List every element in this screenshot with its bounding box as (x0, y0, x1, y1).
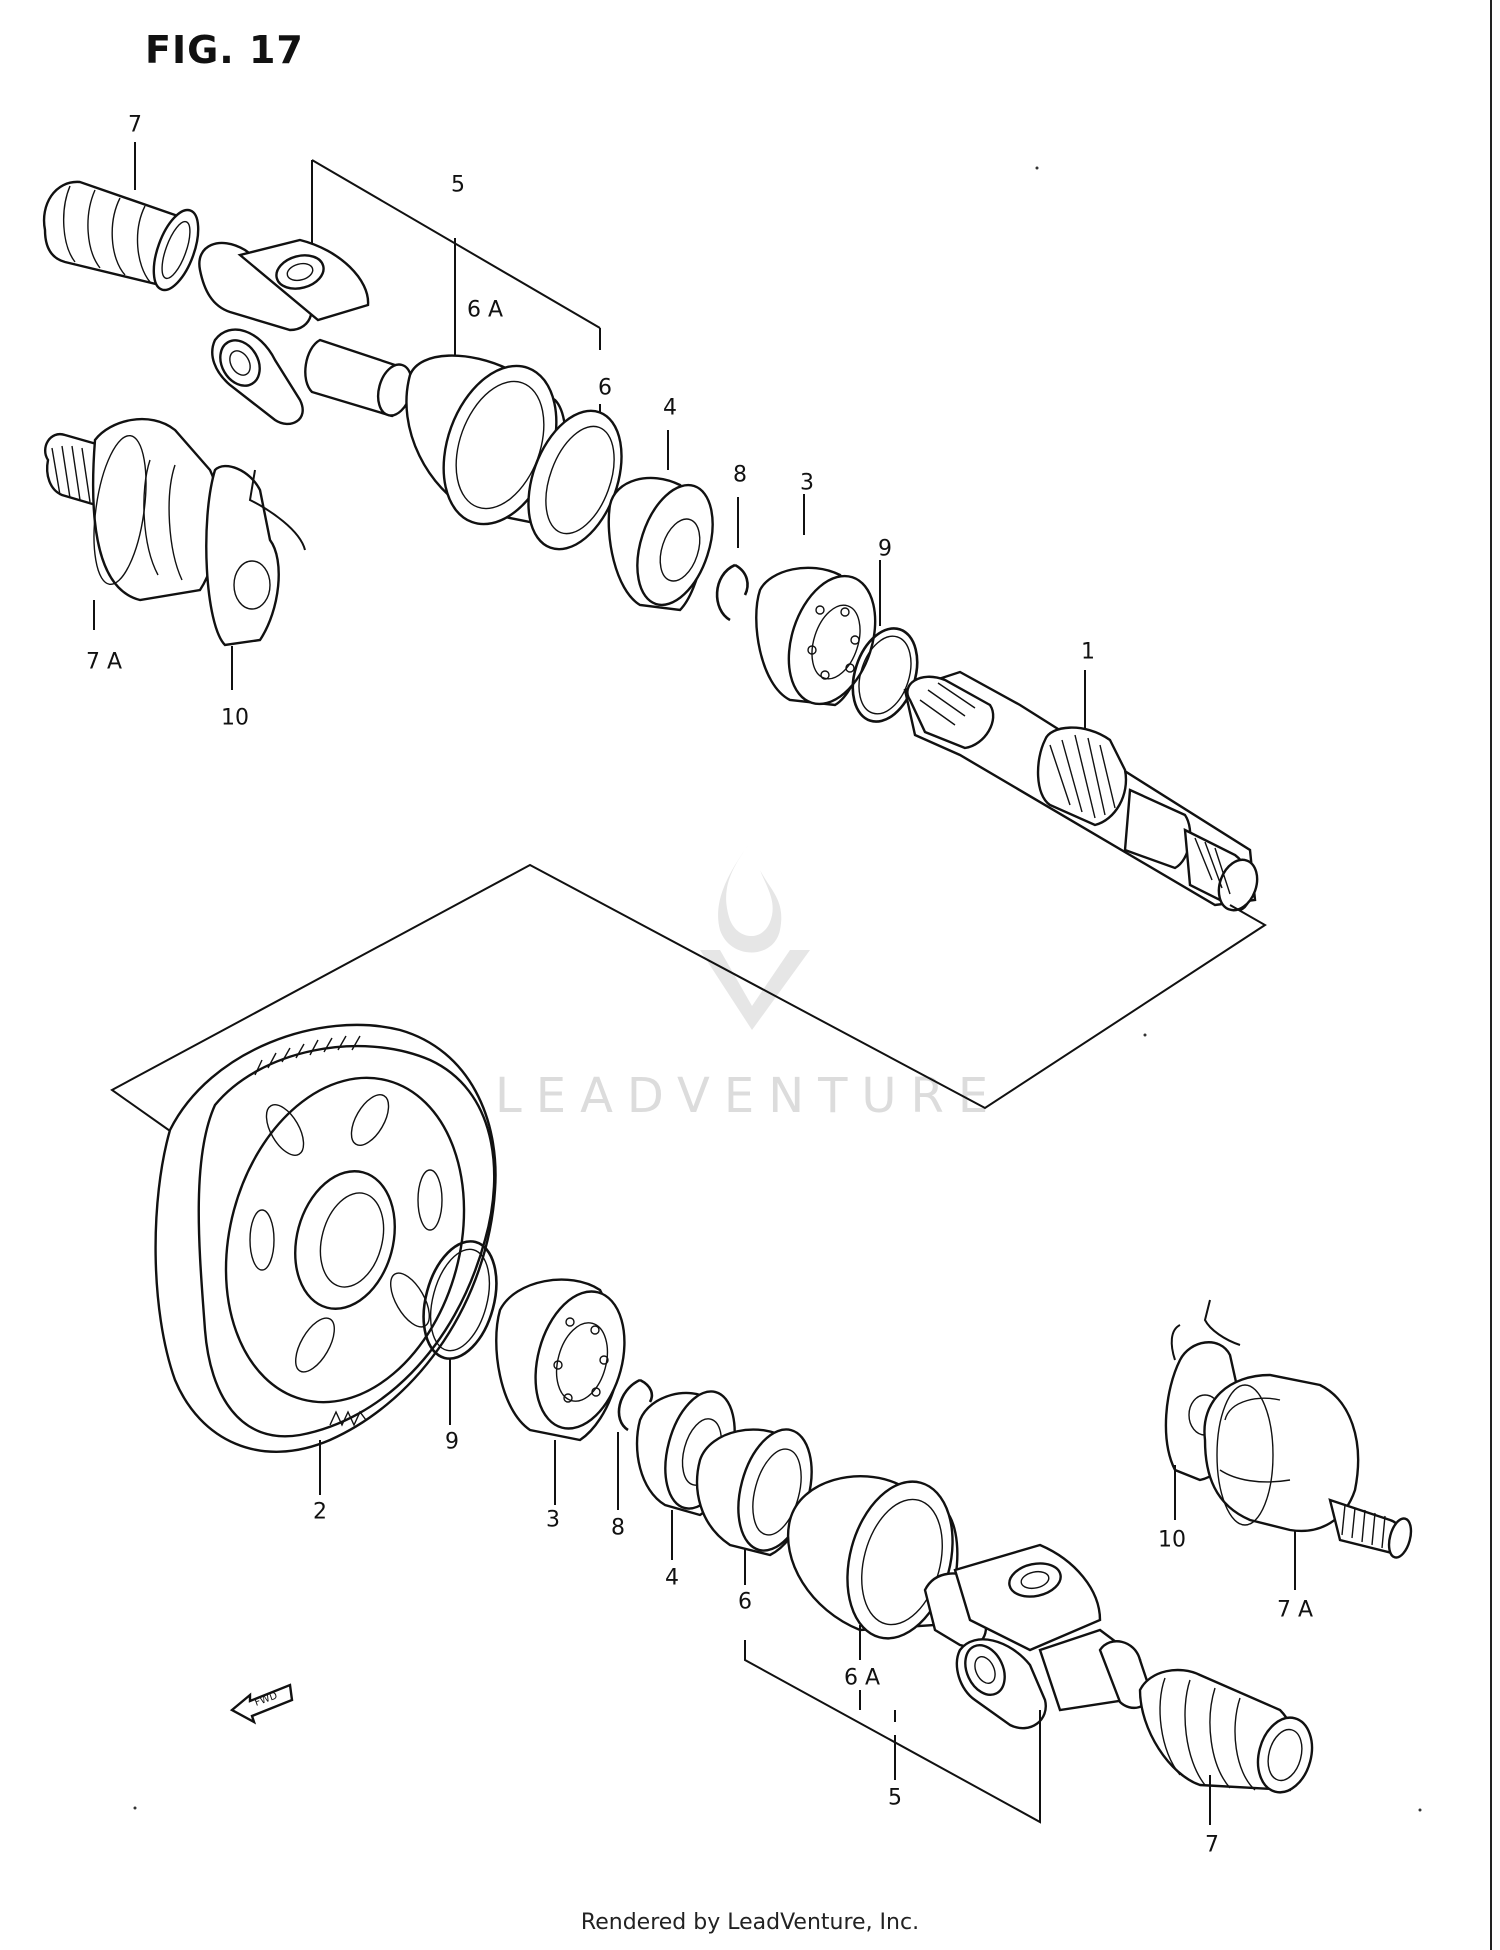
callout-top-1: 1 (1081, 639, 1095, 665)
footer-credit: Rendered by LeadVenture, Inc. (580, 1910, 920, 1935)
callout-bottom-4: 4 (665, 1565, 679, 1591)
callout-bottom-6: 6 (738, 1589, 752, 1615)
callout-top-7a: 7 A (85, 649, 123, 675)
callout-bottom-5: 5 (888, 1785, 902, 1811)
callout-bottom-8: 8 (611, 1515, 625, 1541)
part-7-boot-top (42, 180, 200, 292)
part-7a-bottom (1203, 1373, 1413, 1559)
part-5-joint-bottom (923, 1543, 1152, 1730)
part-4-seal-top (607, 476, 714, 612)
callout-top-7: 7 (128, 112, 142, 138)
callout-top-8: 8 (733, 462, 747, 488)
callout-top-3: 3 (800, 470, 814, 496)
callout-bottom-9: 9 (445, 1429, 459, 1455)
bracket-bottom-5 (744, 1640, 1041, 1824)
assembly-frame-lines (110, 863, 1267, 1139)
callout-bottom-7: 7 (1205, 1832, 1219, 1858)
part-8-circlip-bottom (617, 1378, 654, 1432)
part-10-washer-top (205, 464, 306, 647)
fwd-arrow-icon (229, 1683, 294, 1725)
callout-top-6: 6 (598, 375, 612, 401)
right-frame-line (1490, 0, 1492, 1950)
part-1-shaft (903, 670, 1259, 912)
part-2-gear (154, 1023, 497, 1453)
callout-top-10: 10 (221, 705, 249, 731)
part-6-ring-bottom (695, 1428, 813, 1557)
callout-top-9: 9 (878, 536, 892, 562)
part-7-boot-bottom (1138, 1668, 1314, 1794)
callout-top-6a: 6 A (466, 297, 504, 323)
callout-top-4: 4 (663, 395, 677, 421)
callout-top-5: 5 (451, 172, 465, 198)
part-5-joint-top (198, 238, 414, 426)
leader-lines-bottom (319, 1358, 1296, 1825)
part-3-bearing-bottom (495, 1278, 626, 1442)
part-8-circlip-top (715, 563, 749, 622)
callout-bottom-7a: 7 A (1276, 1597, 1314, 1623)
scan-dots (133, 166, 1422, 1812)
part-6a-cup-top (405, 354, 568, 527)
part-7a-top (43, 417, 220, 602)
callout-bottom-6a: 6 A (843, 1665, 881, 1691)
figure-title: FIG. 17 (145, 28, 304, 72)
part-9-circlip-bottom (422, 1240, 498, 1360)
callout-bottom-2: 2 (313, 1499, 327, 1525)
callout-bottom-3: 3 (546, 1507, 560, 1533)
watermark-text: LEADVENTURE (495, 1068, 1003, 1124)
callout-bottom-10: 10 (1158, 1527, 1186, 1553)
